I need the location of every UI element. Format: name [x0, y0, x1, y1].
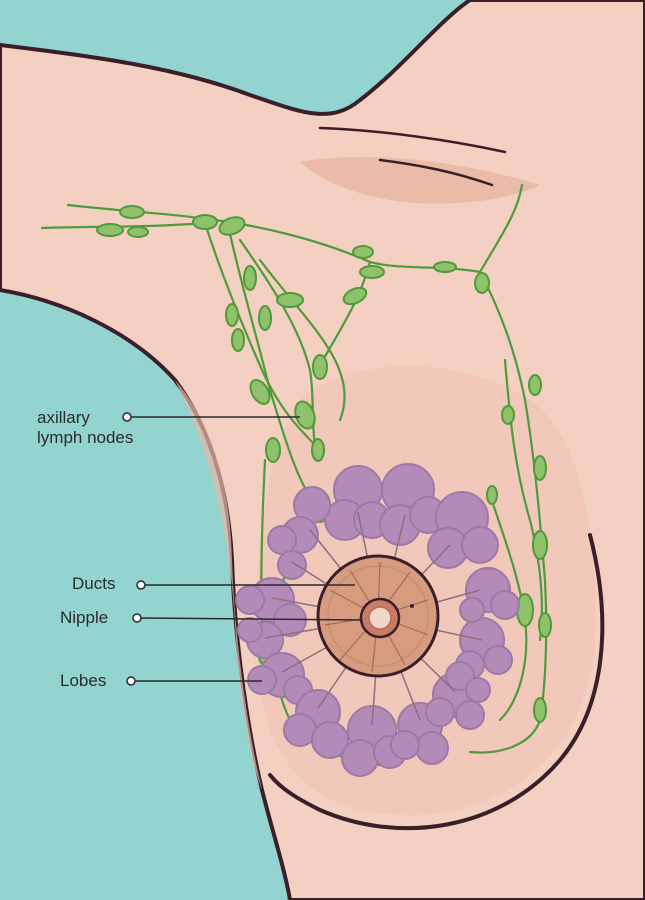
lymph-node-shape: [192, 214, 218, 230]
armpit-shade: [300, 156, 540, 204]
lymph-node-shape: [474, 272, 490, 294]
callout-dots: [122, 412, 146, 686]
lymph-node-shape: [516, 593, 534, 627]
lobe-cluster-shape: [247, 652, 313, 705]
armpit-crease-2: [378, 158, 494, 187]
lobe-cluster-shape: [341, 705, 407, 777]
lobe-cluster-shape: [267, 525, 307, 580]
label-axillary-line2: lymph nodes: [37, 428, 134, 447]
areola-gland: [410, 604, 414, 608]
areola-inner: [327, 565, 429, 667]
lymph-node-shape: [119, 205, 145, 219]
lymph-node-shape: [533, 697, 547, 723]
lobe-cluster-shape: [324, 465, 391, 541]
lymph-node-shape: [352, 245, 374, 259]
lymph-node-shape: [312, 354, 328, 380]
lymph-node-shape: [342, 286, 368, 306]
lymph-node-shape: [532, 530, 548, 560]
label-axillary-line1: axillary: [37, 408, 90, 427]
nipple-tip: [368, 606, 392, 630]
callout-dot: [136, 580, 146, 590]
lymph-node-shape: [96, 223, 124, 237]
label-axillary-lymph-nodes: axillary lymph nodes: [37, 408, 133, 448]
lymph-node-shape: [311, 438, 325, 462]
lymph-node-shape: [243, 265, 257, 291]
label-lobes: Lobes: [60, 671, 107, 690]
lymph-node-shape: [249, 379, 271, 405]
lobe-cluster-shape: [459, 567, 520, 623]
callout-line-nipple: [140, 617, 363, 621]
lymph-node-shape: [276, 292, 304, 308]
lobe-cluster-shape: [425, 672, 485, 730]
lymph-node-shape: [538, 612, 552, 638]
lymph-node-shape: [533, 455, 547, 481]
lymph-node-shape: [359, 265, 385, 279]
lymph-nodes: [96, 205, 552, 723]
chest-shade: [175, 380, 262, 790]
callout-dot: [126, 676, 136, 686]
lymph-node-shape: [127, 226, 149, 238]
callout-dot: [132, 613, 142, 623]
lymph-node-shape: [225, 303, 239, 327]
lobe-cluster-shape: [283, 689, 349, 759]
label-ducts: Ducts: [72, 574, 116, 593]
lymph-node-shape: [294, 400, 316, 430]
lymph-node-shape: [265, 437, 281, 463]
lymph-node-shape: [433, 261, 457, 273]
lobe-cluster-shape: [237, 617, 284, 659]
lobe-cluster-shape: [427, 491, 499, 569]
lymph-node-shape: [501, 405, 515, 425]
armpit-crease-1: [318, 126, 507, 154]
lymph-node-shape: [258, 305, 272, 331]
callout-lines: [131, 416, 363, 682]
lymph-node-shape: [218, 216, 246, 236]
lobe-cluster-shape: [379, 463, 447, 546]
lobe-cluster-shape: [445, 661, 491, 703]
lymph-node-shape: [231, 328, 245, 352]
lobes: [235, 463, 520, 777]
lymph-node-shape: [528, 374, 542, 396]
callout-dot: [122, 412, 132, 422]
lymph-node-shape: [486, 485, 498, 505]
breast-outline: [268, 533, 605, 831]
label-nipple: Nipple: [60, 608, 109, 627]
